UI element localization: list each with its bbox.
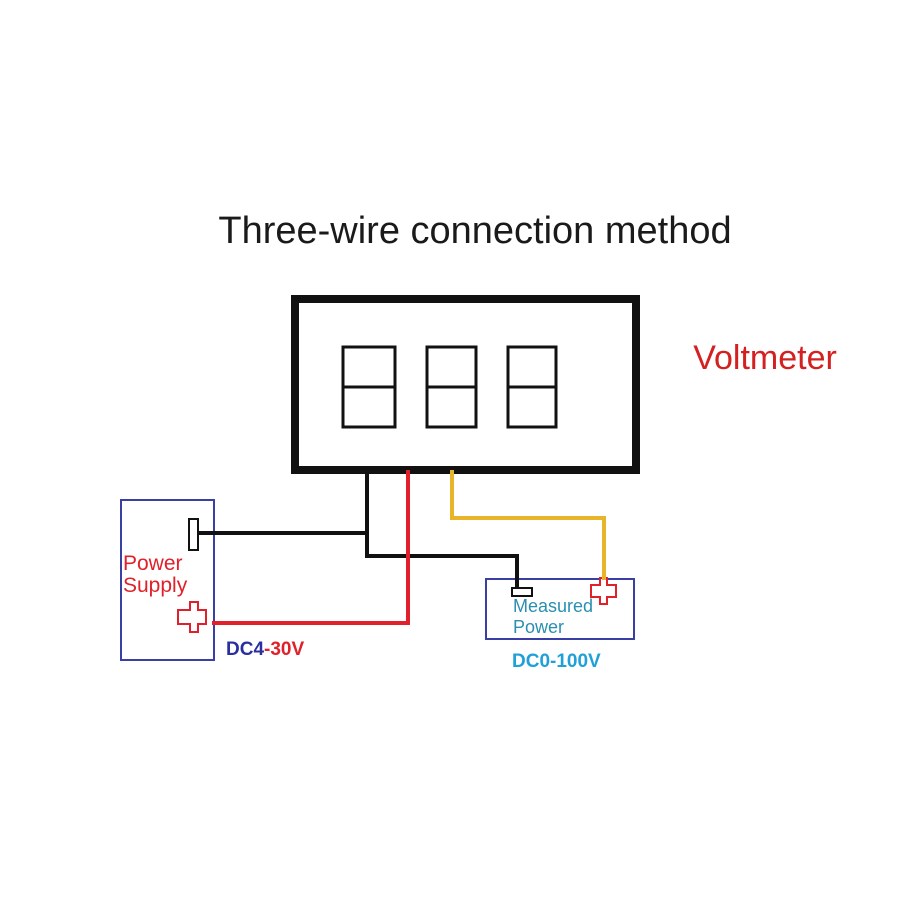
red-wire-power (212, 470, 410, 625)
voltmeter-label: Voltmeter (693, 339, 837, 377)
measured-power-label-line1: Measured (513, 596, 593, 616)
seven-segment-digit-2 (425, 345, 478, 429)
seven-segment-digit-3 (506, 345, 558, 429)
yellow-wire-measure (450, 470, 606, 580)
black-wire-to-measured-negative (365, 533, 519, 588)
power-supply-negative-terminal (188, 518, 199, 551)
power-supply-spec-suffix: -30V (264, 639, 304, 660)
black-wire-ground (197, 470, 369, 535)
power-supply-spec: DC4-30V (226, 639, 304, 660)
seven-segment-digit-1 (341, 345, 397, 429)
power-supply-label-line2: Supply (123, 574, 188, 597)
diagram-title: Three-wire connection method (218, 210, 731, 252)
measured-power-label-line2: Power (513, 617, 564, 637)
power-supply-positive-terminal (177, 601, 207, 633)
measured-power-positive-terminal (590, 577, 617, 605)
voltmeter-body (291, 295, 640, 474)
voltmeter-frame (291, 295, 640, 474)
measured-power-negative-terminal (511, 587, 533, 597)
power-supply-label-line1: Power (123, 552, 183, 575)
power-supply-spec-prefix: DC4 (226, 639, 264, 660)
measured-power-spec: DC0-100V (512, 651, 601, 672)
